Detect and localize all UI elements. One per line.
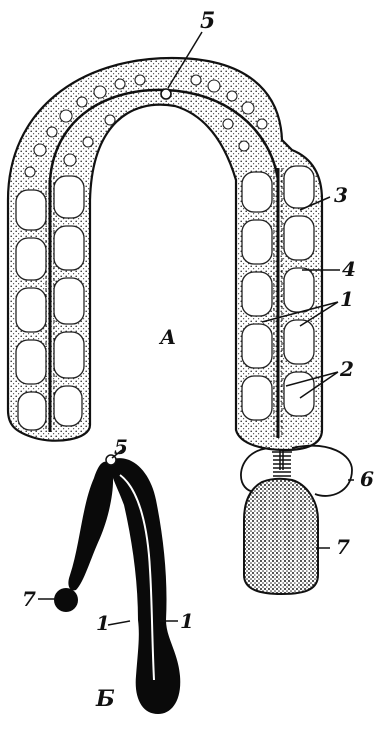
label-a: А: [158, 325, 176, 349]
label-1-small-right: 1: [180, 609, 194, 633]
label-1-right: 1: [340, 287, 354, 311]
label-3: 3: [334, 183, 348, 207]
label-5-small: 5: [114, 435, 128, 459]
small-right-body: [110, 458, 181, 714]
label-b: Б: [95, 686, 115, 712]
label-4: 4: [342, 257, 356, 281]
label-6: 6: [360, 467, 374, 491]
yolk-sac-7: [244, 479, 318, 594]
node-5-dot: [161, 89, 171, 99]
label-1-small-left: 1: [96, 611, 110, 635]
label-2: 2: [339, 357, 354, 381]
small-node-7: [54, 588, 78, 612]
small-left-lobe: [68, 462, 113, 591]
label-7-right: 7: [336, 535, 350, 559]
label-7-small: 7: [22, 587, 36, 611]
small-embryo-b: [54, 455, 180, 714]
label-5-top: 5: [200, 8, 215, 34]
